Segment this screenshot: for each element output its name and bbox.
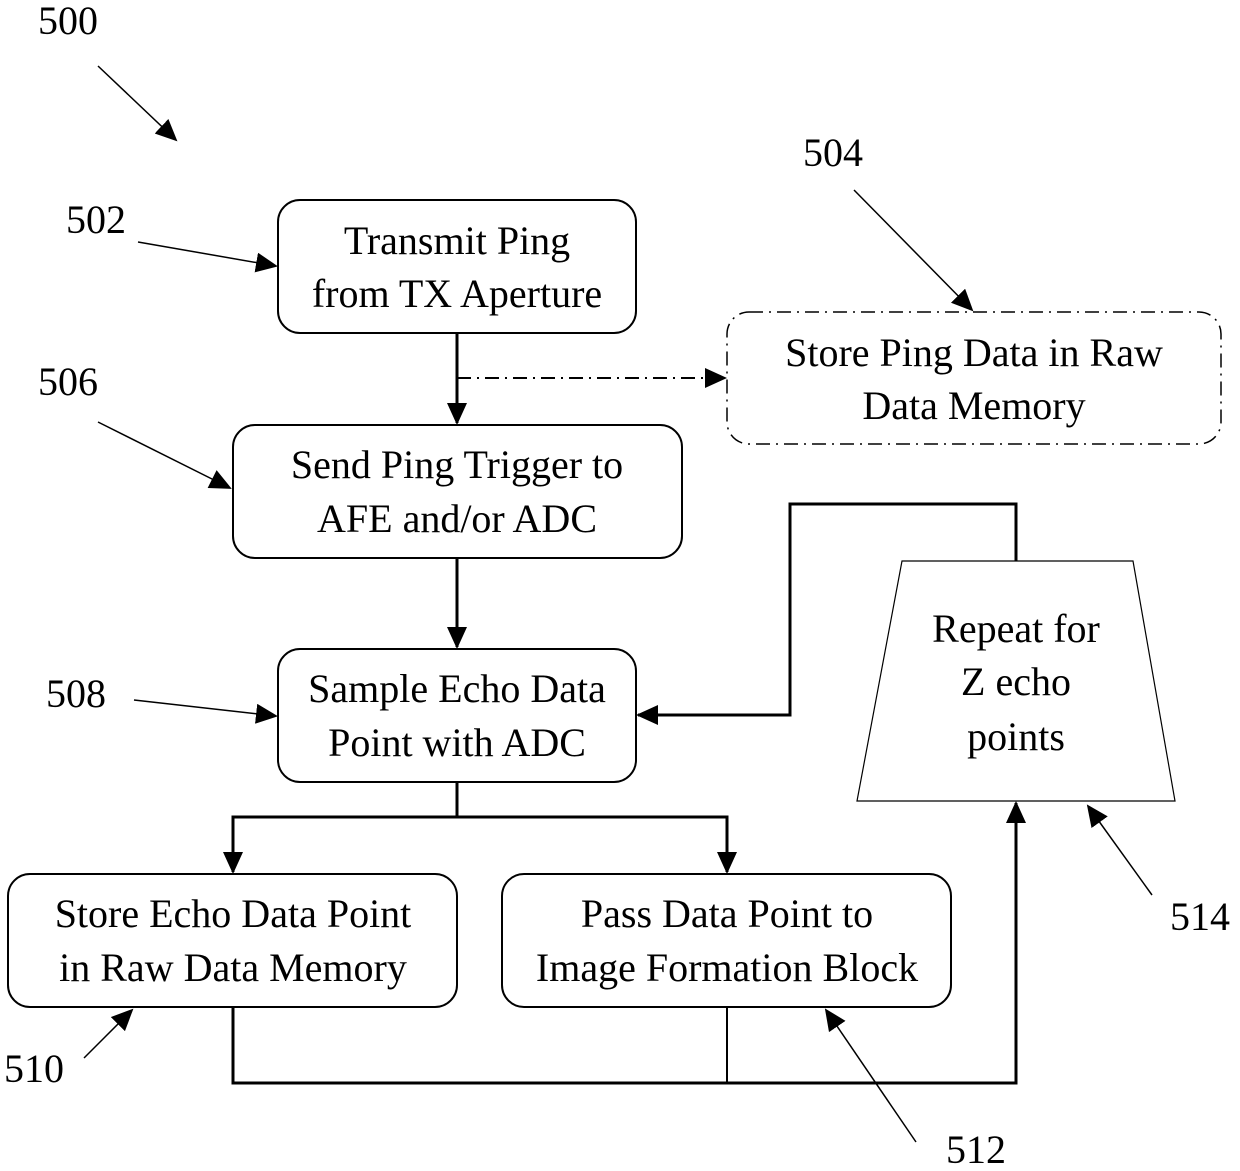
figure-ref-leader [98,66,176,140]
ref-leader-502 [138,242,276,266]
ref-label-502: 502 [66,197,126,242]
node-send-ping-trigger-line-2: AFE and/or ADC [317,496,597,541]
node-sample-echo-line-2: Point with ADC [328,720,586,765]
edge-508-to-512 [457,817,727,872]
ref-leader-512 [826,1010,916,1142]
node-sample-echo-line-1: Sample Echo Data [308,666,606,711]
ref-leader-508 [134,700,276,716]
node-store-ping-data-line-2: Data Memory [862,383,1085,428]
ref-leader-506 [98,422,230,488]
node-store-echo: Store Echo Data Point in Raw Data Memory [8,874,457,1007]
node-send-ping-trigger-line-1: Send Ping Trigger to [291,442,623,487]
ref-leader-514 [1088,806,1152,895]
ref-label-504: 504 [803,130,863,175]
node-repeat-loop-line-2: Z echo [961,659,1071,704]
node-transmit-ping: Transmit Ping from TX Aperture [278,200,636,333]
edge-508-to-510 [233,782,457,872]
ref-label-514: 514 [1170,894,1230,939]
node-repeat-loop: Repeat for Z echo points [857,561,1175,801]
node-repeat-loop-line-3: points [967,714,1065,759]
node-transmit-ping-line-1: Transmit Ping [344,218,570,263]
node-pass-data-point-line-1: Pass Data Point to [581,891,873,936]
node-repeat-loop-line-1: Repeat for [932,606,1100,651]
node-store-ping-data-line-1: Store Ping Data in Raw [785,330,1163,375]
node-sample-echo: Sample Echo Data Point with ADC [278,649,636,782]
node-store-echo-line-1: Store Echo Data Point [55,891,412,936]
figure-ref-label: 500 [38,0,98,43]
node-store-echo-line-2: in Raw Data Memory [59,945,407,990]
node-store-ping-data: Store Ping Data in Raw Data Memory [727,312,1221,444]
node-pass-data-point: Pass Data Point to Image Formation Block [502,874,951,1007]
ref-label-510: 510 [4,1046,64,1091]
ref-label-512: 512 [946,1127,1006,1171]
ref-leader-510 [84,1010,132,1058]
ref-leader-504 [854,190,972,310]
ref-label-508: 508 [46,671,106,716]
node-transmit-ping-line-2: from TX Aperture [312,271,602,316]
node-send-ping-trigger: Send Ping Trigger to AFE and/or ADC [233,425,682,558]
node-pass-data-point-line-2: Image Formation Block [536,945,918,990]
ref-label-506: 506 [38,359,98,404]
